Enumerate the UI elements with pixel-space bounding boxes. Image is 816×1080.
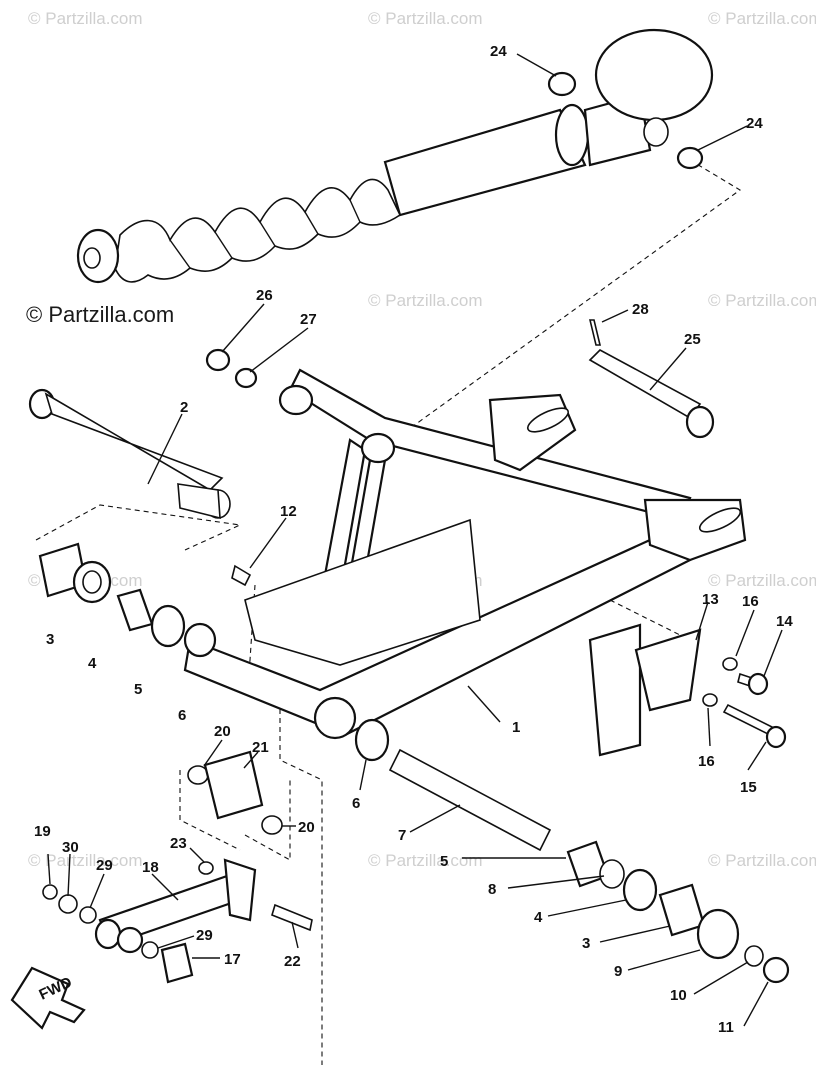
callout-30: 30 [62,839,79,856]
cotter-pin-28 [588,319,602,346]
callout-16-lower: 16 [698,753,715,770]
cap-9 [696,908,740,960]
cap-6-right [354,718,390,762]
washer-20-right [261,815,283,835]
callout-4-right: 4 [534,909,543,926]
circlip-10 [744,945,764,967]
rear-shock-absorber [76,28,714,284]
callout-7: 7 [398,827,406,844]
bolt-25 [588,349,715,439]
callout-20-lower: 20 [298,819,315,836]
left-bushing-group [38,542,186,648]
callout-28: 28 [632,301,649,318]
callout-3-left: 3 [46,631,54,648]
callout-14: 14 [776,613,793,630]
bolt-14 [737,672,769,696]
nut-26 [205,348,231,372]
callout-22: 22 [284,953,301,970]
callout-13: 13 [702,591,719,608]
right-bushing-group [566,840,790,984]
callout-17: 17 [224,951,241,968]
callout-4-left: 4 [88,655,97,672]
torque-link-assembly [42,858,313,984]
bolt-15 [722,703,787,749]
callout-25: 25 [684,331,701,348]
cotter-29-upper [79,906,97,924]
shock-spring [114,178,402,283]
washer-29-lower [141,941,159,959]
washer-23 [198,861,214,875]
watermark-top-left: © Partzilla.com [28,9,143,28]
watermark-bottom-left: © Partzilla.com [28,851,143,870]
seal-4-right [622,868,658,912]
callout-6-left: 6 [178,707,186,724]
pivot-shaft-2 [28,388,231,520]
washer-16-upper [722,657,738,671]
callout-10: 10 [670,987,687,1004]
callout-16-upper: 16 [742,593,759,610]
washer-24-upper [547,71,577,97]
callout-21: 21 [252,739,269,756]
washer-24-lower [676,146,704,170]
callout-1: 1 [512,719,520,736]
callout-3-right: 3 [582,935,590,952]
chain-guard-plate-13 [634,628,702,712]
callout-labels: 24 24 26 27 28 25 2 12 3 4 5 6 1 13 16 1… [34,43,793,1036]
callout-20-upper: 20 [214,723,231,740]
callout-15: 15 [740,779,757,796]
callout-19: 19 [34,823,51,840]
callout-8: 8 [488,881,496,898]
fwd-arrow: FWD [10,966,86,1030]
callout-11: 11 [718,1019,734,1036]
swingarm-frame [183,368,747,757]
callout-9: 9 [614,963,622,980]
watermark-bottom-right: © Partzilla.com [708,851,816,870]
watermark-lower-right: © Partzilla.com [708,571,816,590]
callout-6-right: 6 [352,795,360,812]
callout-23: 23 [170,835,187,852]
assembly-guide-lines [35,159,741,1065]
watermark-mid-right: © Partzilla.com [708,291,816,310]
ring-8 [599,859,625,889]
bolt-17 [160,942,194,984]
nut-11 [762,956,790,984]
callout-29-lower: 29 [196,927,213,944]
cap-6-left [150,604,186,648]
bolt-22 [271,903,313,932]
bushing-3-right [658,883,706,937]
spacer-21 [203,750,264,820]
collar-5-left [116,588,154,632]
callout-2: 2 [180,399,188,416]
callout-24-upper: 24 [490,43,507,60]
watermark-top-center: © Partzilla.com [368,9,483,28]
callout-18: 18 [142,859,159,876]
callout-12: 12 [280,503,297,520]
watermark-bottom-center: © Partzilla.com [368,851,483,870]
watermark-mid-center: © Partzilla.com [368,291,483,310]
washer-27 [234,367,258,389]
callout-24-lower: 24 [746,115,763,132]
callout-5-right: 5 [440,853,448,870]
callout-29-upper: 29 [96,857,113,874]
callout-26: 26 [256,287,273,304]
grease-fitting-12 [231,564,252,587]
washer-16-lower [702,693,718,707]
clip-19 [42,884,58,900]
washer-30 [58,894,78,914]
pivot-shaft-7 [388,748,552,852]
callout-5-left: 5 [134,681,142,698]
watermark-top-right: © Partzilla.com [708,9,816,28]
callout-27: 27 [300,311,317,328]
watermark-main: © Partzilla.com [26,302,174,327]
leader-lines [47,53,783,1027]
